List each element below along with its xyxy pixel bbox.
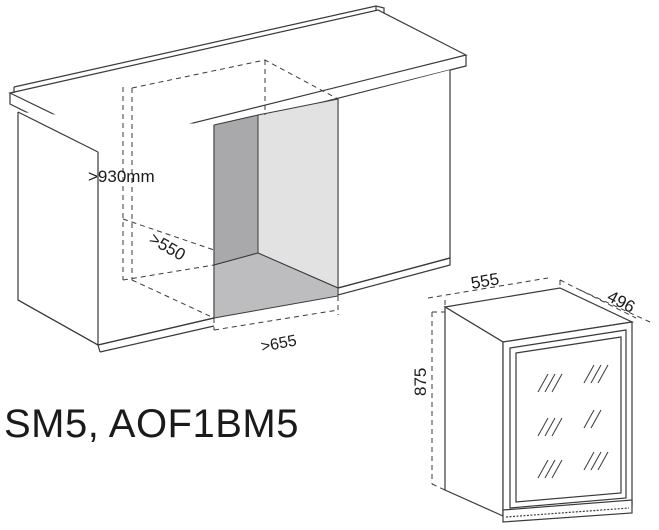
cooler-width-label: 555: [469, 269, 500, 293]
cooler-side: [445, 307, 503, 516]
model-numbers: SM5, AOF1BM5: [4, 402, 299, 447]
left-cabinet: [18, 112, 214, 345]
wine-cooler: [445, 288, 632, 522]
cooler-front: [503, 322, 632, 516]
niche-height-label: >930mm: [88, 167, 155, 186]
cooler-height-label: 875: [411, 368, 430, 396]
appliance-niche: [214, 99, 338, 318]
niche-width-label: >655: [260, 332, 299, 356]
right-cabinet: [338, 70, 450, 288]
